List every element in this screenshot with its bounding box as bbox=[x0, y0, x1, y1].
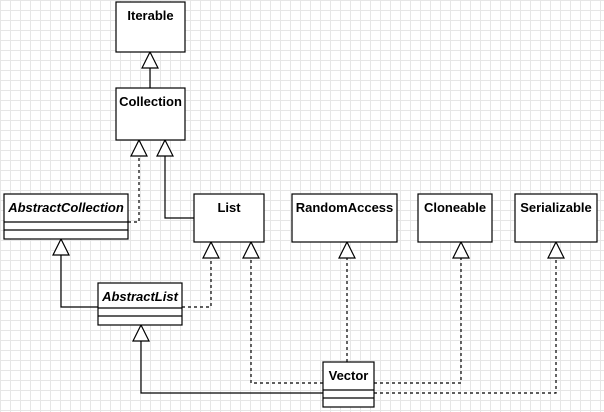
inheritance-arrowhead bbox=[132, 323, 150, 342]
class-box bbox=[291, 193, 398, 243]
relations-layer bbox=[52, 50, 565, 394]
relation-line bbox=[128, 156, 140, 223]
relation-vector-to-serializable bbox=[374, 240, 565, 394]
inheritance-arrowhead bbox=[452, 240, 470, 259]
class-name: Iterable bbox=[127, 8, 173, 23]
class-name: Vector bbox=[329, 368, 369, 383]
class-iterable[interactable]: Iterable bbox=[115, 1, 186, 53]
inheritance-arrowhead bbox=[547, 240, 565, 259]
class-name: Collection bbox=[119, 94, 182, 109]
class-name: AbstractCollection bbox=[7, 200, 124, 215]
class-box bbox=[193, 193, 265, 243]
inheritance-arrowhead bbox=[141, 50, 159, 69]
relation-line bbox=[250, 258, 323, 384]
relation-abstract-collection-to-collection bbox=[128, 138, 148, 223]
class-box bbox=[115, 1, 186, 53]
class-name: AbstractList bbox=[101, 289, 179, 304]
class-random-access[interactable]: RandomAccess bbox=[291, 193, 398, 243]
relation-line bbox=[374, 258, 557, 394]
inheritance-arrowhead bbox=[242, 240, 260, 259]
relation-vector-to-cloneable bbox=[374, 240, 470, 384]
class-list[interactable]: List bbox=[193, 193, 265, 243]
relation-line bbox=[374, 258, 462, 384]
class-box bbox=[115, 87, 186, 141]
class-collection[interactable]: Collection bbox=[115, 87, 186, 141]
relation-line bbox=[164, 156, 194, 219]
relation-vector-to-list bbox=[242, 240, 323, 384]
relation-abstract-list-to-abstract-collection bbox=[52, 237, 98, 308]
inheritance-arrowhead bbox=[156, 138, 174, 157]
class-name: Cloneable bbox=[424, 200, 486, 215]
class-vector[interactable]: Vector bbox=[322, 361, 375, 408]
inheritance-arrowhead bbox=[338, 240, 356, 259]
class-abstract-list[interactable]: AbstractList bbox=[97, 282, 183, 326]
relation-vector-to-random-access bbox=[338, 240, 356, 362]
relation-line bbox=[60, 255, 98, 308]
class-cloneable[interactable]: Cloneable bbox=[417, 193, 493, 243]
inheritance-arrowhead bbox=[130, 138, 148, 157]
class-name: RandomAccess bbox=[296, 200, 394, 215]
relation-list-to-collection bbox=[156, 138, 194, 219]
class-box bbox=[97, 282, 183, 326]
class-serializable[interactable]: Serializable bbox=[514, 193, 598, 243]
relation-collection-to-iterable bbox=[141, 50, 159, 88]
class-box bbox=[322, 361, 375, 408]
inheritance-arrowhead bbox=[52, 237, 70, 256]
class-name: List bbox=[217, 200, 241, 215]
class-box bbox=[3, 193, 129, 240]
inheritance-arrowhead bbox=[202, 240, 220, 259]
relation-vector-to-abstract-list bbox=[132, 323, 323, 394]
relation-abstract-list-to-list bbox=[182, 240, 220, 308]
relation-line bbox=[140, 341, 323, 394]
relation-line bbox=[182, 258, 212, 308]
class-box bbox=[417, 193, 493, 243]
class-box bbox=[514, 193, 598, 243]
class-abstract-collection[interactable]: AbstractCollection bbox=[3, 193, 129, 240]
class-name: Serializable bbox=[520, 200, 592, 215]
